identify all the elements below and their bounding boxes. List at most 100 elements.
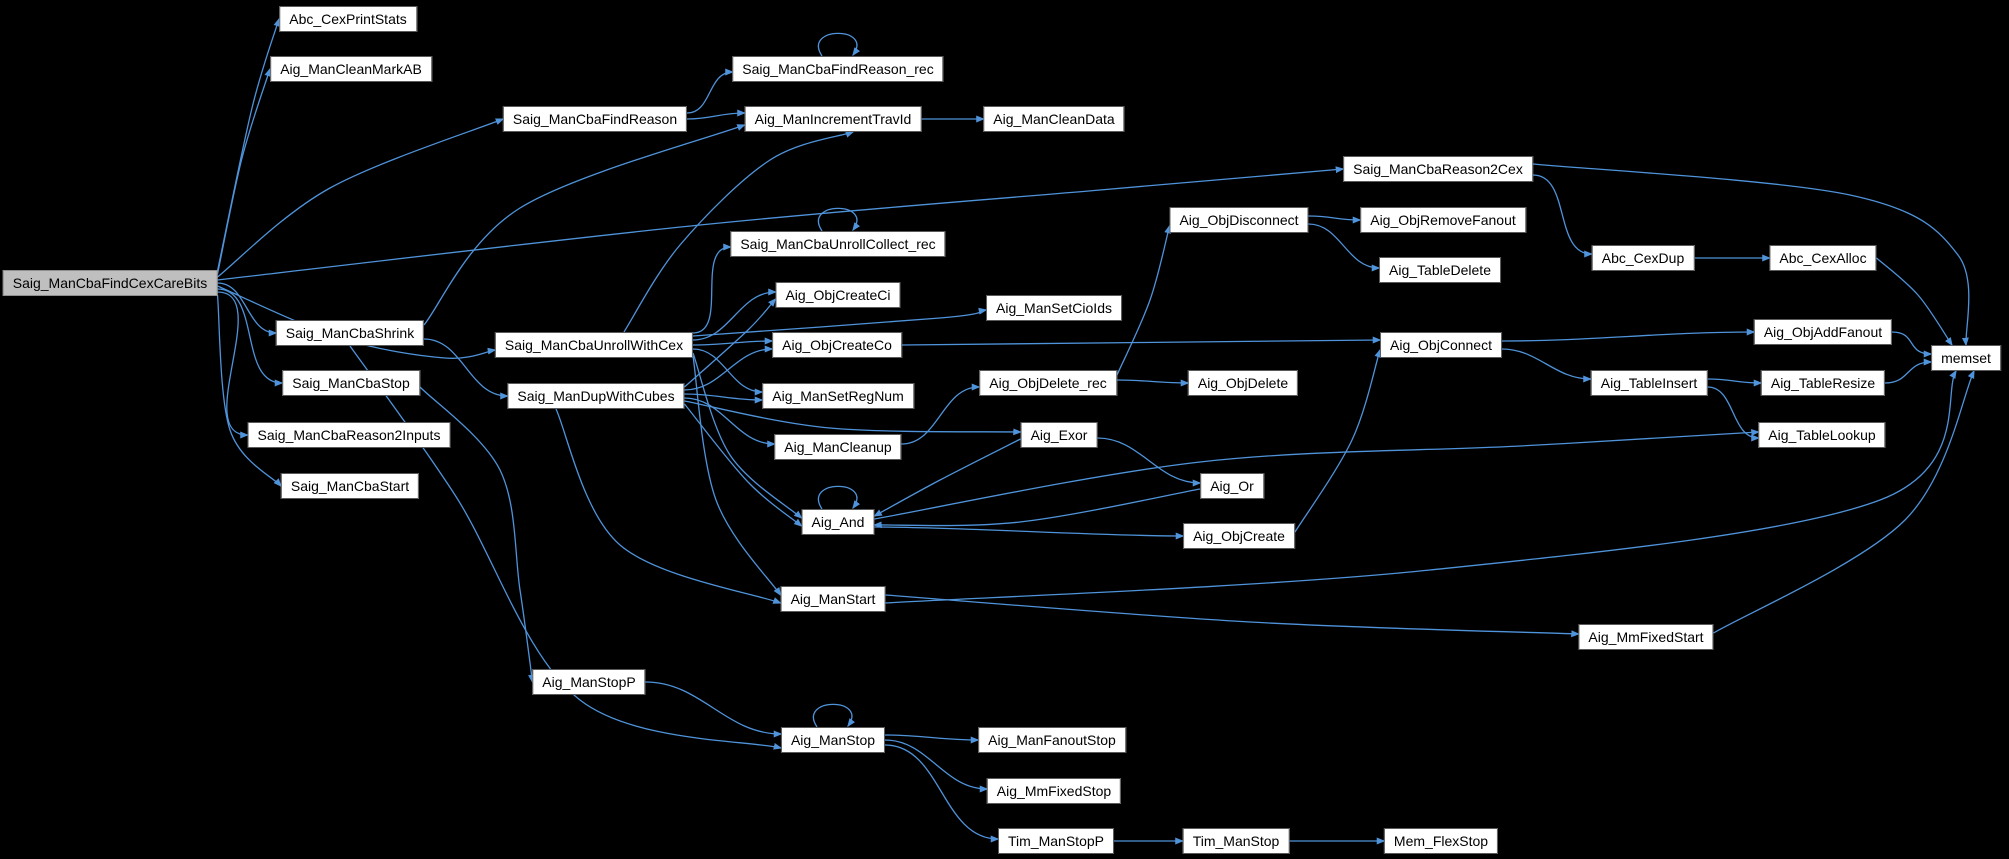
edge-saig_mancbafindreason-saig_mancbafindreason_rec xyxy=(686,68,734,114)
node-aig_tabledelete[interactable]: Aig_TableDelete xyxy=(1379,257,1501,283)
edge-aig_and-aig_tablelookup xyxy=(874,428,1760,520)
edge-aig_tableresize-memset xyxy=(1884,358,1933,384)
node-mem_flexstop[interactable]: Mem_FlexStop xyxy=(1383,828,1499,854)
edge-saig_mancbashrink-saig_mandupwithcubes xyxy=(423,338,509,400)
node-aig_objdelete_rec[interactable]: Aig_ObjDelete_rec xyxy=(979,370,1117,396)
node-aig_objaddfanout[interactable]: Aig_ObjAddFanout xyxy=(1753,319,1893,345)
node-abc_cexalloc[interactable]: Abc_CexAlloc xyxy=(1769,245,1877,271)
node-tim_manstopp[interactable]: Tim_ManStopP xyxy=(998,828,1114,854)
edge-saig_mancbaunrollcollect_rec-saig_mancbaunrollcollect_rec xyxy=(818,207,861,232)
edge-saig_mandupwithcubes-aig_mancleanup xyxy=(684,397,776,448)
edge-aig_manstart-memset xyxy=(885,369,1957,604)
node-saig_mancbaunrollcollect_rec[interactable]: Saig_ManCbaUnrollCollect_rec xyxy=(730,231,946,257)
edge-aig_manstopp-aig_manstop xyxy=(645,681,783,738)
node-aig_exor[interactable]: Aig_Exor xyxy=(1020,422,1098,448)
node-aig_objconnect[interactable]: Aig_ObjConnect xyxy=(1380,332,1502,358)
edge-saig_mancbafindreason-aig_manincrementtravid xyxy=(686,109,746,120)
node-saig_mancbaunrollwithcex[interactable]: Saig_ManCbaUnrollWithCex xyxy=(494,332,694,358)
node-aig_tableresize[interactable]: Aig_TableResize xyxy=(1760,370,1886,396)
edge-aig_and-aig_objcreate xyxy=(874,526,1185,540)
edge-aig_objcreate-aig_objconnect xyxy=(1294,348,1382,533)
node-aig_tablelookup[interactable]: Aig_TableLookup xyxy=(1758,422,1886,448)
node-saig_mancbashrink[interactable]: Saig_ManCbaShrink xyxy=(275,320,425,346)
node-aig_objdisconnect[interactable]: Aig_ObjDisconnect xyxy=(1169,207,1309,233)
edge-saig_mancbareason2cex-memset xyxy=(1532,163,1970,347)
edge-aig_tableinsert-aig_tablelookup xyxy=(1707,386,1760,442)
node-aig_mancleanup[interactable]: Aig_ManCleanup xyxy=(774,434,902,460)
edge-aig_exor-aig_and xyxy=(873,438,1021,517)
node-aig_mansetregnum[interactable]: Aig_ManSetRegNum xyxy=(762,383,914,409)
edge-saig_mandupwithcubes-aig_manstart xyxy=(555,408,782,604)
edge-root-saig_mancbaunrollwithcex xyxy=(217,285,497,359)
edge-aig_exor-aig_or xyxy=(1097,437,1202,487)
edge-saig_mancbaunrollwithcex-aig_mansetcioids xyxy=(692,307,988,337)
node-aig_and[interactable]: Aig_And xyxy=(801,509,875,535)
edge-saig_mandupwithcubes-aig_exor xyxy=(684,400,1022,436)
edge-aig_objdelete_rec-aig_objdelete xyxy=(1116,379,1190,387)
node-saig_mancbastop[interactable]: Saig_ManCbaStop xyxy=(282,370,420,396)
node-aig_objcreate[interactable]: Aig_ObjCreate xyxy=(1183,523,1295,549)
node-aig_manstart[interactable]: Aig_ManStart xyxy=(780,586,886,612)
node-aig_tableinsert[interactable]: Aig_TableInsert xyxy=(1590,370,1708,396)
edge-abc_cexalloc-memset xyxy=(1876,257,1953,347)
edge-saig_mancbashrink-aig_manstop xyxy=(349,345,783,750)
node-saig_mancbastart[interactable]: Saig_ManCbaStart xyxy=(280,473,420,499)
node-aig_mancleanmarkab[interactable]: Aig_ManCleanMarkAB xyxy=(270,56,432,82)
node-aig_manincrementtravid[interactable]: Aig_ManIncrementTravId xyxy=(744,106,922,132)
node-aig_objremovefanout[interactable]: Aig_ObjRemoveFanout xyxy=(1360,207,1526,233)
edge-root-saig_mancbafindreason xyxy=(217,118,505,278)
edge-aig_manstop-tim_manstopp xyxy=(884,744,1000,843)
node-aig_manstop[interactable]: Aig_ManStop xyxy=(780,727,886,753)
edge-aig_mmfixedstart-memset xyxy=(1713,369,1975,634)
edge-root-aig_mancleanmarkab xyxy=(216,67,272,275)
node-aig_objcreateci[interactable]: Aig_ObjCreateCi xyxy=(775,282,901,308)
edge-saig_mancbashrink-aig_manincrementtravid xyxy=(423,124,746,326)
edge-aig_mancleanup-aig_objdelete_rec xyxy=(901,383,981,445)
edge-root-saig_mancbareason2cex xyxy=(217,166,1345,281)
node-tim_manstop[interactable]: Tim_ManStop xyxy=(1182,828,1290,854)
node-aig_mansetcioids[interactable]: Aig_ManSetCioIds xyxy=(986,295,1122,321)
node-memset[interactable]: memset xyxy=(1931,345,2001,371)
edge-saig_mandupwithcubes-aig_mansetregnum xyxy=(684,393,764,404)
edge-saig_mancbafindreason_rec-saig_mancbafindreason_rec xyxy=(818,32,861,57)
edge-saig_mancbaunrollwithcex-aig_manstart xyxy=(692,355,782,597)
node-aig_mmfixedstart[interactable]: Aig_MmFixedStart xyxy=(1578,624,1714,650)
edge-aig_tableinsert-aig_tableresize xyxy=(1707,378,1763,387)
edge-aig_objconnect-aig_tableinsert xyxy=(1501,348,1592,383)
edge-aig_and-aig_and xyxy=(818,485,861,510)
edge-aig_objcreateco-aig_objconnect xyxy=(901,336,1382,346)
edge-aig_objdisconnect-aig_objremovefanout xyxy=(1308,215,1362,224)
edge-aig_objdelete_rec-aig_objdisconnect xyxy=(1116,224,1172,376)
node-saig_mancbareason2inputs[interactable]: Saig_ManCbaReason2Inputs xyxy=(247,422,451,448)
node-abc_cexprintstats[interactable]: Abc_CexPrintStats xyxy=(279,6,417,32)
node-aig_manstopp[interactable]: Aig_ManStopP xyxy=(532,669,646,695)
edge-saig_mancbareason2cex-abc_cexdup xyxy=(1532,174,1593,258)
node-aig_manfanoutstop[interactable]: Aig_ManFanoutStop xyxy=(978,727,1126,753)
edge-aig_objconnect-aig_objaddfanout xyxy=(1501,328,1756,342)
node-aig_mancleandata[interactable]: Aig_ManCleanData xyxy=(983,106,1125,132)
node-root: Saig_ManCbaFindCexCareBits xyxy=(2,270,218,296)
edge-root-saig_mancbareason2inputs xyxy=(217,291,249,439)
edge-saig_mancbaunrollwithcex-aig_objcreateco xyxy=(692,337,774,346)
edge-saig_mandupwithcubes-aig_objcreateco xyxy=(684,345,774,391)
node-abc_cexdup[interactable]: Abc_CexDup xyxy=(1591,245,1695,271)
edge-saig_mancbaunrollwithcex-aig_and xyxy=(692,352,803,519)
node-aig_objcreateco[interactable]: Aig_ObjCreateCo xyxy=(772,332,902,358)
edge-root-saig_mancbastart xyxy=(216,294,282,488)
node-aig_mmfixedstop[interactable]: Aig_MmFixedStop xyxy=(986,778,1122,804)
node-aig_objdelete[interactable]: Aig_ObjDelete xyxy=(1187,370,1299,396)
edge-saig_mancbaunrollwithcex-aig_manincrementtravid xyxy=(623,131,855,333)
edge-aig_manstop-aig_manfanoutstop xyxy=(884,734,980,744)
node-saig_mandupwithcubes[interactable]: Saig_ManDupWithCubes xyxy=(507,383,685,409)
node-saig_mancbafindreason[interactable]: Saig_ManCbaFindReason xyxy=(502,106,688,132)
node-saig_mancbareason2cex[interactable]: Saig_ManCbaReason2Cex xyxy=(1343,156,1533,182)
node-saig_mancbafindreason_rec[interactable]: Saig_ManCbaFindReason_rec xyxy=(732,56,944,82)
edge-saig_mancbaunrollwithcex-saig_mancbaunrollcollect_rec xyxy=(692,243,732,334)
edge-aig_manstop-aig_manstop xyxy=(813,703,856,728)
edge-saig_mandupwithcubes-aig_objcreateci xyxy=(684,297,777,388)
edge-saig_mandupwithcubes-aig_and xyxy=(683,403,803,527)
edge-root-saig_mancbashrink xyxy=(217,282,278,337)
node-aig_or[interactable]: Aig_Or xyxy=(1200,473,1264,499)
